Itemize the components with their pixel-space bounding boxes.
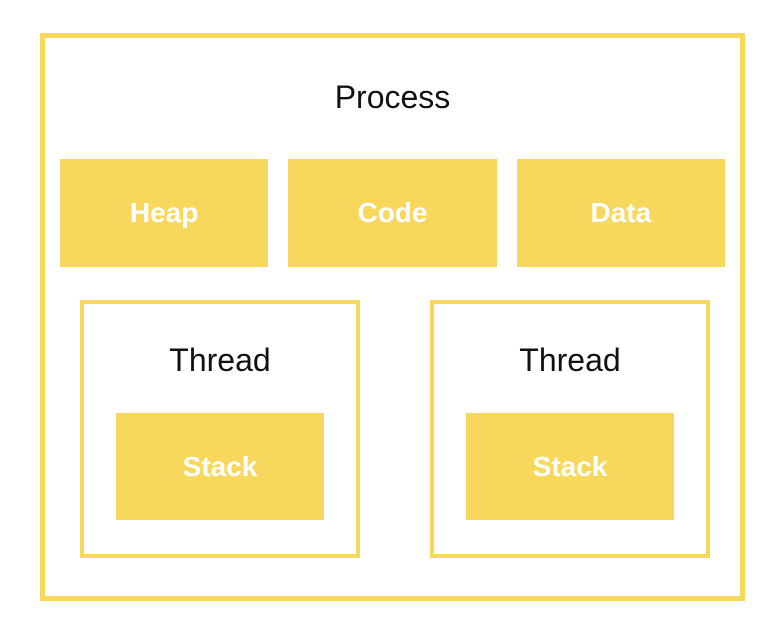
thread-1-stack-block: Stack: [116, 413, 324, 520]
thread-box-1: Thread Stack: [80, 300, 360, 558]
segment-code: Code: [288, 159, 497, 267]
thread-2-stack-block: Stack: [466, 413, 674, 520]
segment-heap: Heap: [60, 159, 269, 267]
threads-row: Thread Stack Thread Stack: [45, 300, 740, 558]
segment-data: Data: [516, 159, 725, 267]
thread-box-2: Thread Stack: [430, 300, 710, 558]
thread-1-title: Thread: [169, 342, 271, 378]
process-box: Process Heap Code Data Thread Stack Thre…: [40, 33, 745, 601]
thread-2-title: Thread: [519, 342, 621, 378]
process-title: Process: [334, 79, 451, 115]
memory-segments-row: Heap Code Data: [45, 159, 740, 267]
